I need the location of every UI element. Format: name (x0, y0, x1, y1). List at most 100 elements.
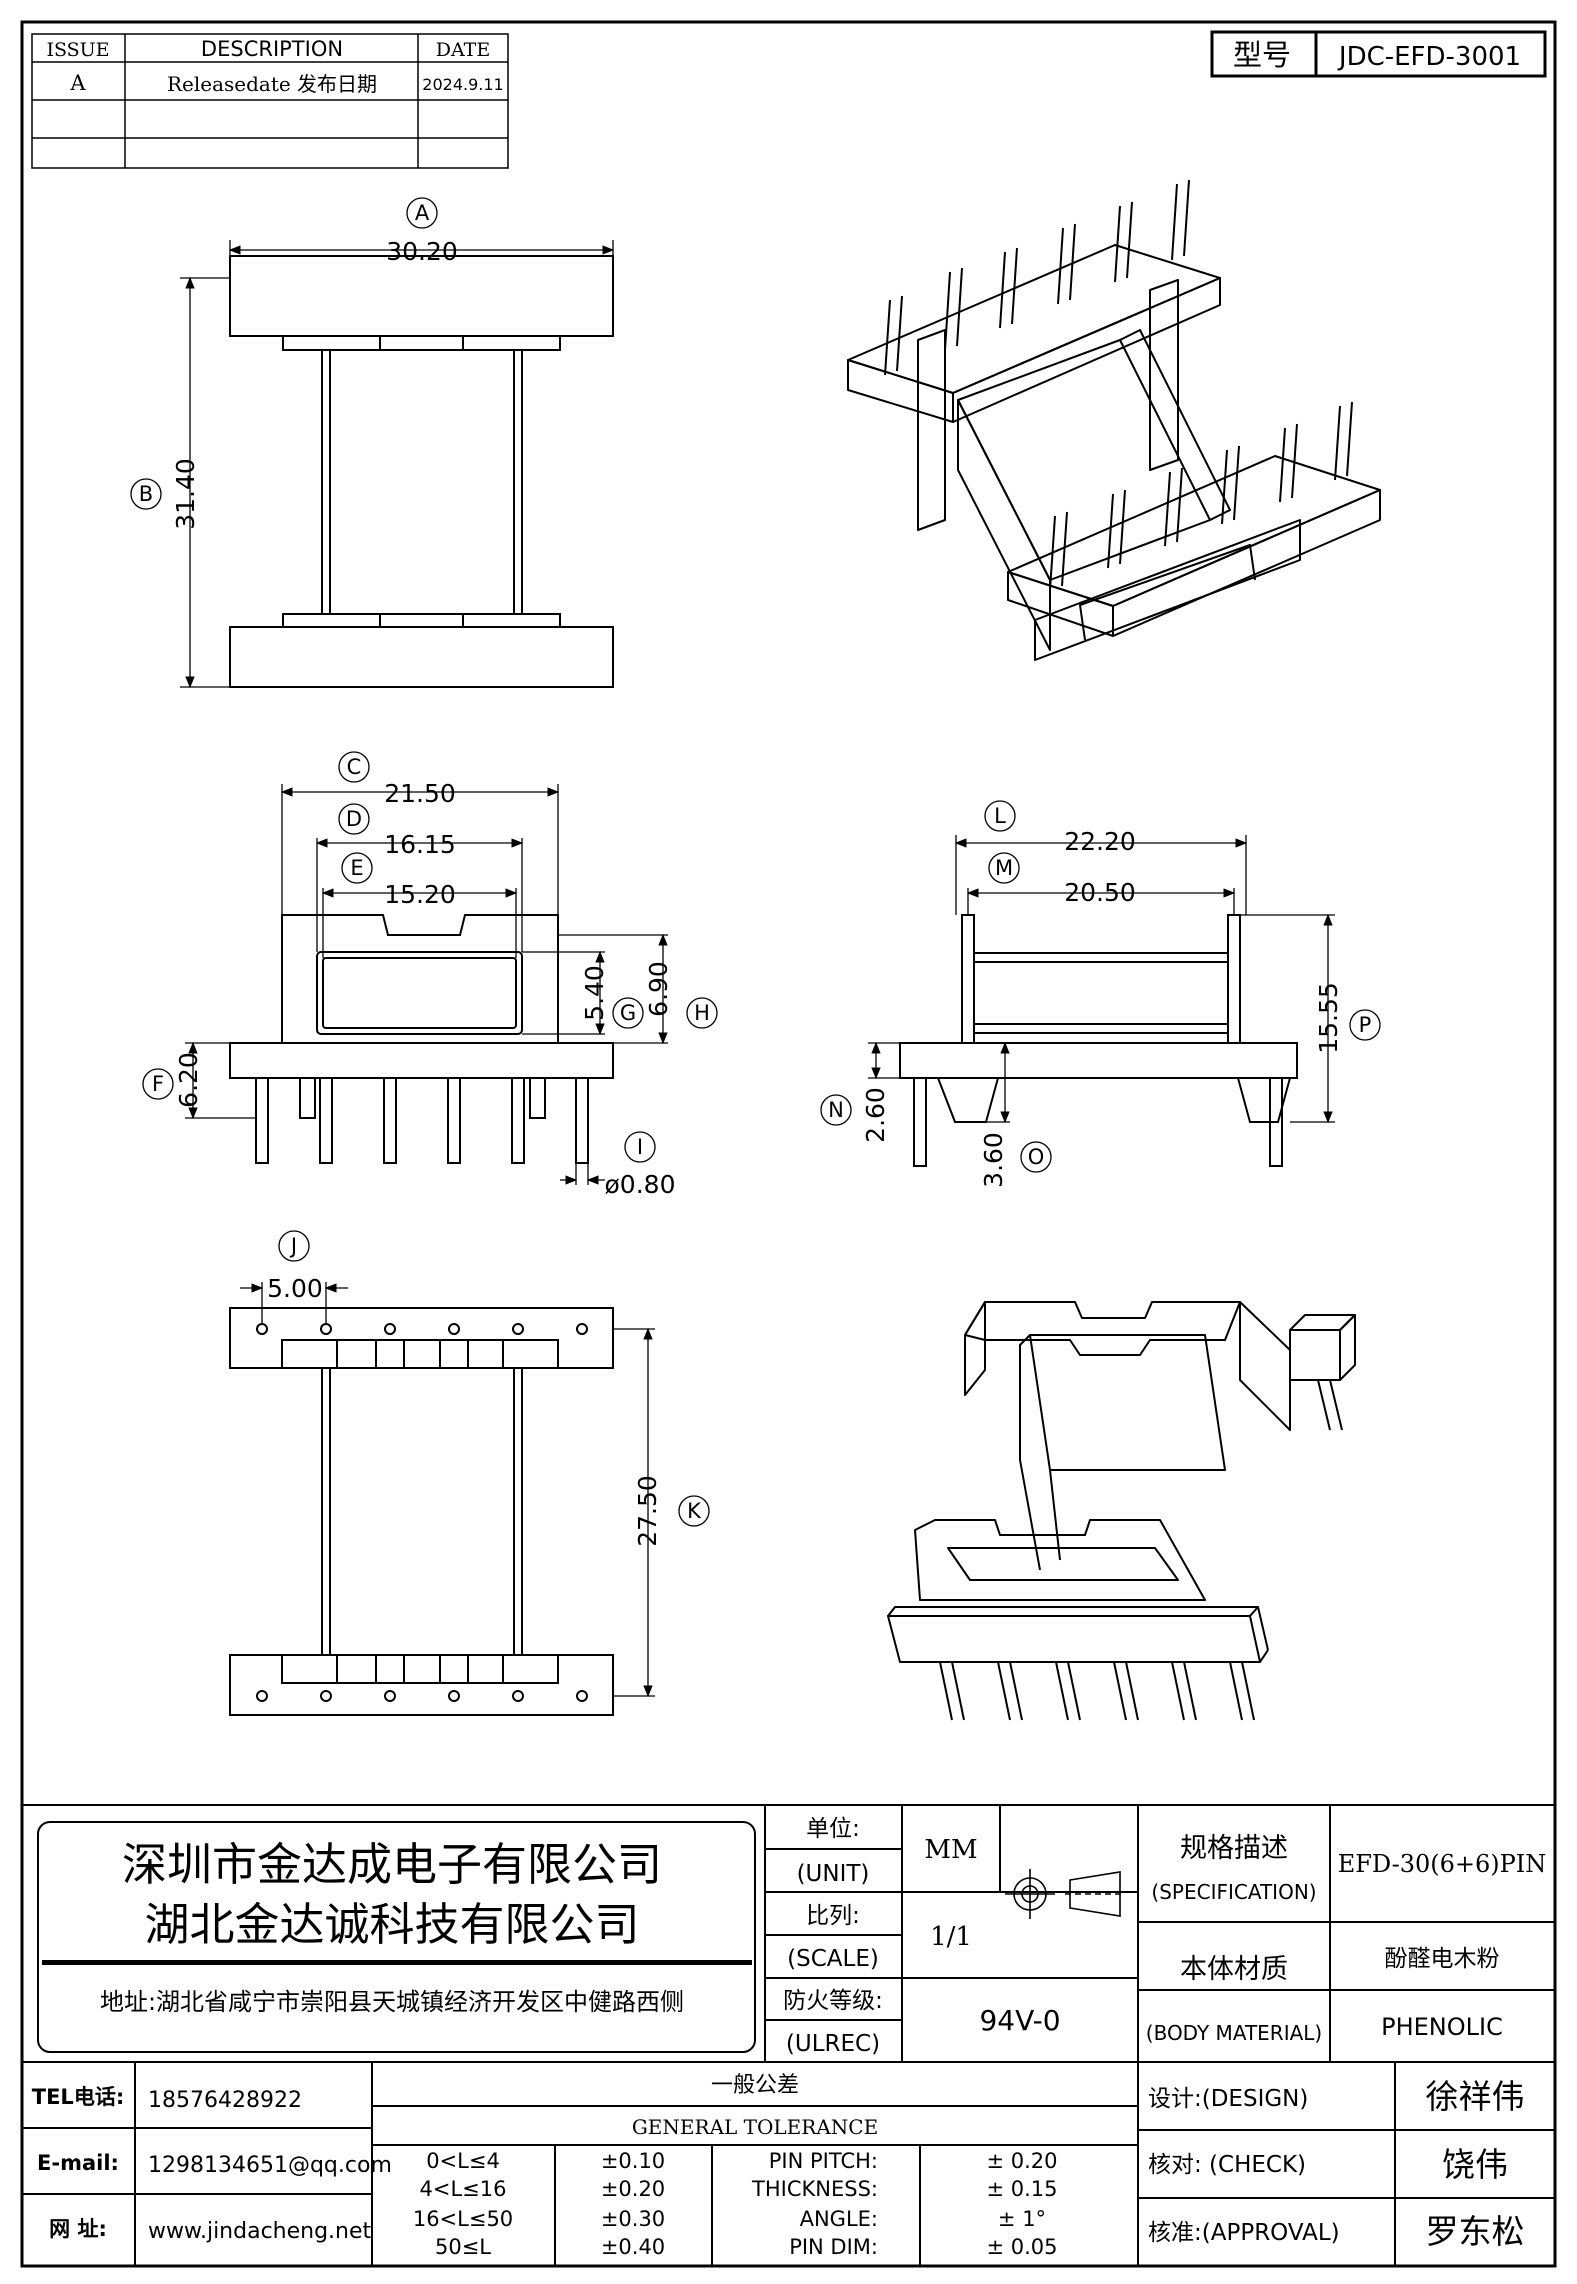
dim-F-letter: F (152, 1072, 164, 1096)
dim-J-value: 5.00 (267, 1274, 323, 1303)
sheet-border (20, 20, 1557, 2268)
ulrec-value: 94V-0 (979, 2004, 1060, 2037)
dim-I-letter: I (637, 1135, 643, 1159)
title-block-grid (22, 1804, 1555, 2266)
view-iso-lower (887, 1301, 1356, 1721)
revision-table (31, 33, 509, 169)
design-label: 设计:(DESIGN) (1148, 2086, 1308, 2112)
view-front (229, 914, 614, 1164)
tol-range-2: 16<L≤50 (413, 2207, 513, 2231)
pin-label-0: PIN PITCH: (769, 2149, 878, 2173)
dim-P-value: 15.55 (1314, 982, 1343, 1054)
pin-tol-0: ± 0.20 (986, 2149, 1057, 2173)
ulrec-label-en: (ULREC) (786, 2031, 880, 2057)
scale-label-en: (SCALE) (787, 1946, 879, 1972)
pin-label-1: THICKNESS: (751, 2177, 878, 2201)
dim-lines-bottom (240, 1230, 710, 1698)
rev-header-description: DESCRIPTION (201, 37, 343, 61)
dim-H-value: 6.90 (644, 961, 673, 1017)
rev-header-issue: ISSUE (46, 39, 109, 61)
pin-tol-3: ± 0.05 (986, 2235, 1057, 2259)
dim-E-letter: E (350, 856, 363, 880)
dim-H-letter: H (694, 1001, 710, 1025)
tol-value-2: ±0.30 (601, 2207, 665, 2231)
check-value: 饶伟 (1442, 2145, 1508, 2184)
rev-issue: A (69, 71, 86, 95)
dim-O-letter: O (1028, 1145, 1045, 1169)
dim-K-value: 27.50 (633, 1475, 662, 1547)
pin-tol-2: ± 1° (998, 2207, 1046, 2231)
scale-label-cn: 比列: (806, 1903, 860, 1929)
dim-lines-front (142, 751, 718, 1185)
tel-label: TEL电话: (32, 2085, 124, 2109)
rev-date: 2024.9.11 (422, 75, 503, 94)
unit-value: MM (924, 1835, 977, 1865)
tel-value: 18576428922 (148, 2088, 302, 2113)
tol-range-3: 50≤L (435, 2235, 491, 2259)
dim-D-letter: D (346, 807, 362, 831)
dim-G-letter: G (620, 1001, 636, 1025)
tol-value-0: ±0.10 (601, 2149, 665, 2173)
tolerance-title-en: GENERAL TOLERANCE (632, 2115, 878, 2139)
dim-D-value: 16.15 (384, 830, 456, 859)
dim-O-value: 3.60 (979, 1132, 1008, 1188)
dim-M-letter: M (995, 856, 1013, 880)
company-underline (42, 1960, 752, 1965)
spec-label-cn: 规格描述 (1180, 1833, 1288, 1864)
rev-header-date: DATE (436, 39, 490, 61)
view-side (899, 914, 1298, 1167)
dim-lines-top (130, 197, 615, 689)
email-value: 1298134651@qq.com (148, 2153, 392, 2178)
view-top (229, 255, 614, 688)
dim-B-letter: B (139, 482, 153, 506)
company-name-1: 深圳市金达成电子有限公司 (122, 1838, 662, 1891)
tol-value-3: ±0.40 (601, 2235, 665, 2259)
model-label: 型号 (1233, 38, 1291, 72)
web-value: www.jindacheng.net (148, 2219, 372, 2244)
dim-L-value: 22.20 (1064, 827, 1136, 856)
dim-K-letter: K (687, 1499, 702, 1523)
material-label-cn: 本体材质 (1180, 1954, 1288, 1985)
rev-description: Releasedate 发布日期 (167, 72, 377, 96)
dim-B-value: 31.40 (171, 458, 200, 530)
dim-G-value: 5.40 (580, 965, 609, 1021)
tolerance-title-cn: 一般公差 (711, 2073, 799, 2098)
dim-N-letter: N (828, 1098, 844, 1122)
pin-label-3: PIN DIM: (789, 2235, 878, 2259)
dim-I-value: ø0.80 (605, 1170, 676, 1199)
company-name-2: 湖北金达诚科技有限公司 (144, 1898, 639, 1951)
pin-tol-1: ± 0.15 (986, 2177, 1057, 2201)
email-label: E-mail: (37, 2151, 119, 2175)
model-value: JDC-EFD-3001 (1337, 42, 1521, 72)
dim-N-value: 2.60 (861, 1087, 890, 1143)
view-bottom (229, 1307, 614, 1716)
dim-C-value: 21.50 (384, 779, 456, 808)
dim-M-value: 20.50 (1064, 878, 1136, 907)
spec-value: EFD-30(6+6)PIN (1338, 1850, 1547, 1878)
dim-P-letter: P (1359, 1013, 1372, 1037)
tol-range-1: 4<L≤16 (420, 2177, 507, 2201)
check-label: 核对: (CHECK) (1148, 2152, 1306, 2178)
tol-value-1: ±0.20 (601, 2177, 665, 2201)
dim-E-value: 15.20 (384, 880, 456, 909)
web-label: 网 址: (49, 2217, 107, 2241)
unit-label-en: (UNIT) (797, 1861, 870, 1887)
scale-value: 1/1 (930, 1922, 972, 1952)
dim-C-letter: C (347, 755, 362, 779)
dim-F-value: 6.20 (174, 1052, 203, 1108)
dim-J-letter: J (289, 1234, 297, 1258)
unit-label-cn: 单位: (806, 1816, 860, 1842)
approval-value: 罗东松 (1426, 2212, 1525, 2251)
dim-A-value: 30.20 (386, 237, 458, 266)
dim-A-letter: A (415, 201, 430, 225)
view-iso-upper (847, 179, 1381, 661)
design-value: 徐祥伟 (1426, 2077, 1525, 2116)
dim-L-letter: L (994, 804, 1006, 828)
ulrec-label-cn: 防火等级: (783, 1988, 883, 2014)
model-box (1210, 30, 1547, 78)
tol-range-0: 0<L≤4 (426, 2149, 500, 2173)
material-value-en: PHENOLIC (1381, 2013, 1503, 2041)
approval-label: 核准:(APPROVAL) (1148, 2220, 1340, 2246)
spec-label-en: (SPECIFICATION) (1151, 1880, 1316, 1904)
